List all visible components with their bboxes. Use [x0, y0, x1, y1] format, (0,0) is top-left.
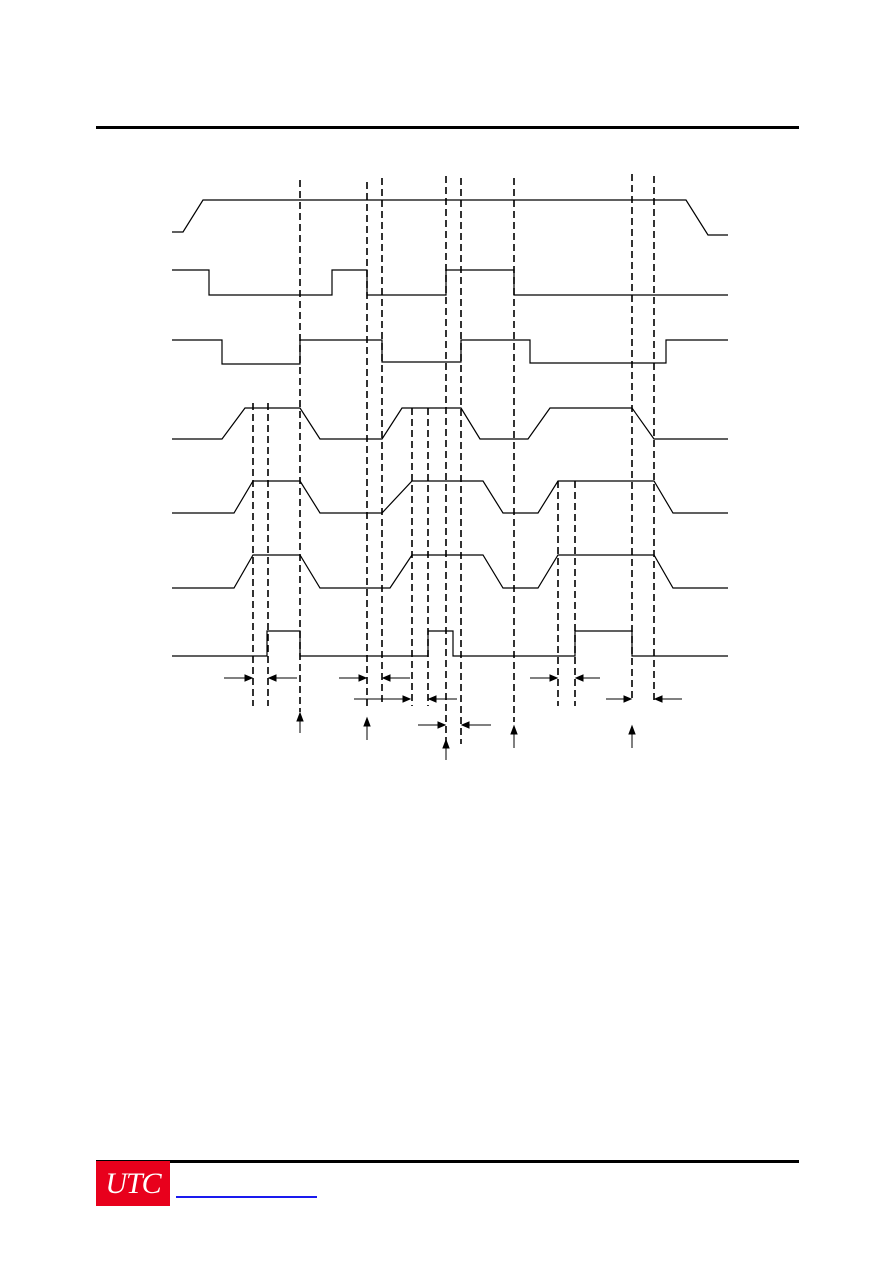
timing-arrows	[224, 674, 682, 760]
logo-text: UTC	[105, 1166, 161, 1200]
waveform-5	[172, 480, 728, 514]
header-rule	[96, 126, 799, 129]
timing-markers	[252, 174, 655, 744]
arrow-right-3	[354, 695, 412, 703]
utc-logo: UTC	[96, 1161, 170, 1206]
arrow-up-3	[442, 738, 450, 760]
waveform-4	[172, 407, 728, 440]
waveform-3	[172, 339, 728, 365]
arrow-right-1	[224, 674, 254, 682]
arrow-right-4	[418, 721, 447, 729]
arrow-left-5	[574, 674, 600, 682]
arrow-up-4	[510, 724, 518, 748]
arrow-left-6	[653, 695, 682, 703]
arrow-up-1	[296, 711, 304, 733]
arrow-left-2	[381, 674, 410, 682]
waveforms	[172, 199, 728, 657]
waveform-6	[172, 554, 728, 589]
arrow-up-5	[628, 724, 636, 748]
waveform-1	[172, 199, 728, 236]
arrow-right-2	[339, 674, 368, 682]
arrow-left-1	[267, 674, 297, 682]
arrow-up-2	[363, 716, 371, 740]
waveform-2	[172, 269, 728, 296]
footer-website-link[interactable]	[176, 1196, 317, 1198]
arrow-left-3	[427, 695, 457, 703]
waveform-7	[172, 630, 728, 657]
footer-rule	[96, 1160, 799, 1163]
arrow-left-4	[460, 721, 491, 729]
arrow-right-5	[530, 674, 559, 682]
arrow-right-6	[606, 695, 633, 703]
